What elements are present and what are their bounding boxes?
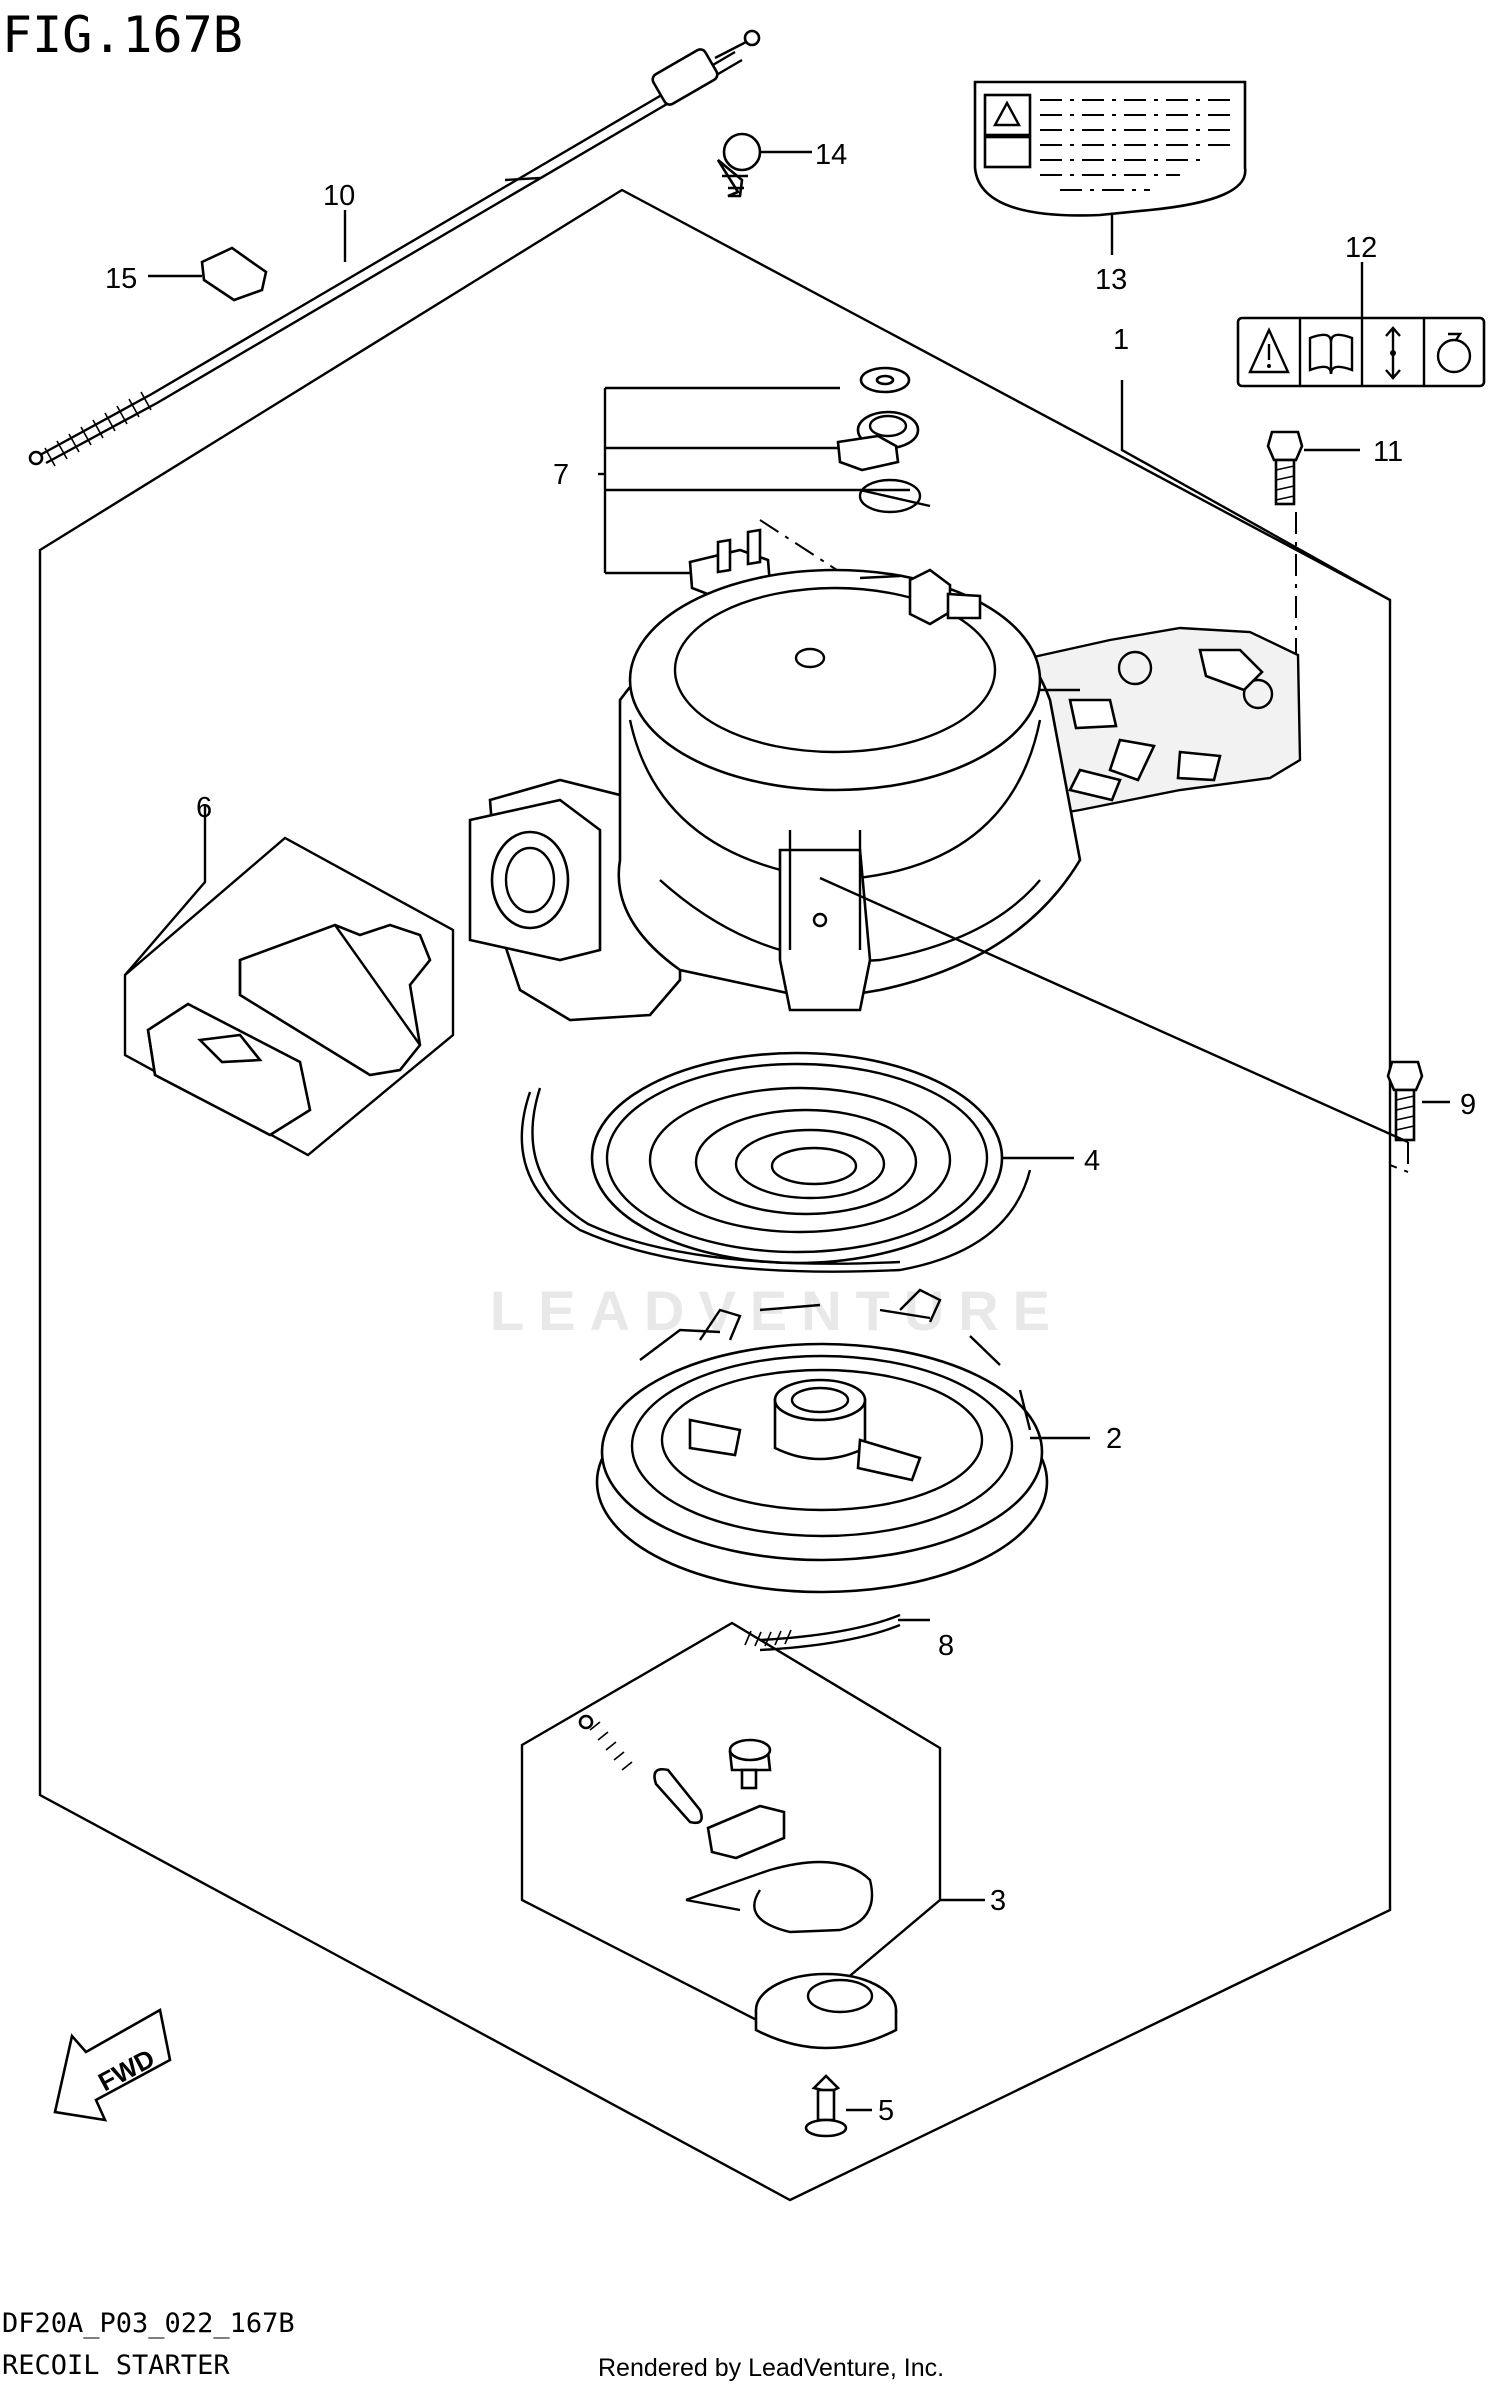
callout-13: 13 — [1095, 264, 1127, 296]
clip-part-15 — [148, 246, 268, 302]
callout-14: 14 — [815, 139, 847, 171]
spring-part-4 — [520, 1051, 1074, 1273]
callout-labels: 1 2 3 4 5 6 7 8 9 10 11 12 13 14 15 — [105, 139, 1476, 2127]
callout-8: 8 — [938, 1630, 954, 1662]
cable-part-10 — [28, 29, 761, 467]
reel-part-2 — [595, 1288, 1090, 1594]
watermark: LEADVENTURE — [490, 1279, 1064, 1342]
forward-direction-arrow: FWD — [53, 2007, 172, 2122]
callout-10: 10 — [323, 180, 355, 212]
pawl-kit-part-3 — [520, 1621, 985, 2050]
callout-1: 1 — [1113, 324, 1129, 356]
rotation-icon — [1436, 332, 1472, 374]
figure-subtitle: RECOIL STARTER — [2, 2350, 230, 2381]
starter-housing-part-1 — [468, 380, 1409, 1144]
callout-15: 15 — [105, 263, 137, 295]
callout-5: 5 — [878, 2095, 894, 2127]
rendered-credit: Rendered by LeadVenture, Inc. — [598, 2354, 944, 2382]
manual-book-icon — [1308, 333, 1354, 375]
clamp-part-14 — [716, 132, 812, 198]
bolt-part-9 — [1386, 1060, 1450, 1174]
instruction-label-part-12 — [1236, 262, 1486, 388]
callout-3: 3 — [990, 1885, 1006, 1917]
callout-7: 7 — [553, 459, 569, 491]
figure-title: FIG.167B — [2, 6, 243, 64]
callout-12: 12 — [1345, 232, 1377, 264]
callout-11: 11 — [1373, 436, 1403, 468]
kit-part-7 — [598, 366, 931, 600]
rope-part-8 — [744, 1613, 930, 1652]
callout-4: 4 — [1084, 1145, 1100, 1177]
callout-6: 6 — [196, 792, 212, 824]
callout-2: 2 — [1106, 1423, 1122, 1455]
warning-label-part-13 — [973, 80, 1247, 255]
handle-kit-part-6 — [123, 805, 455, 1157]
warning-icon — [1248, 327, 1290, 374]
figure-code: DF20A_P03_022_167B — [2, 2308, 295, 2339]
pull-direction-icon — [1385, 326, 1401, 380]
callout-9: 9 — [1460, 1089, 1476, 1121]
screw-part-5 — [804, 2074, 872, 2138]
